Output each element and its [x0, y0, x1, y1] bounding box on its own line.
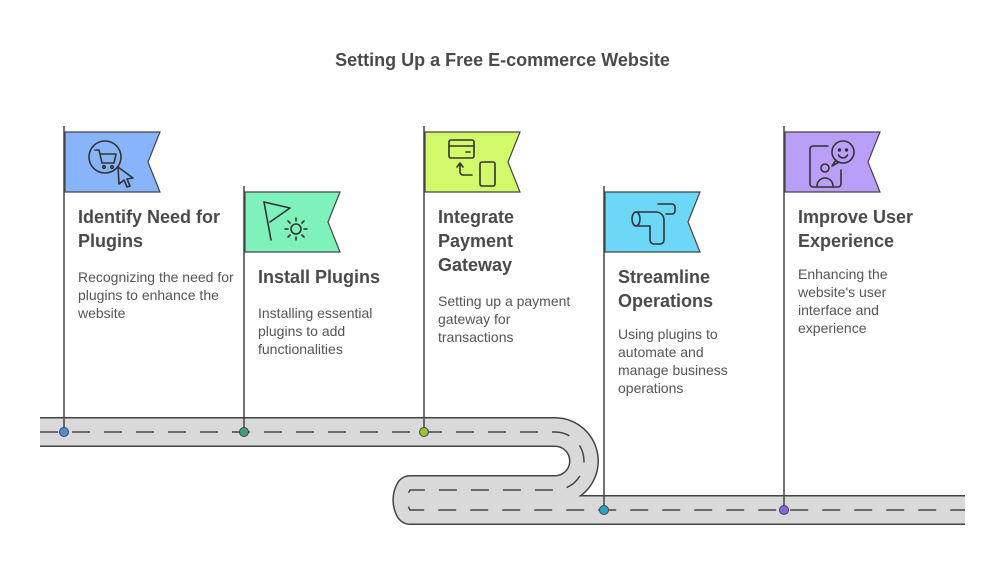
- cart-cursor-icon: [88, 140, 134, 188]
- step-1-title: Identify Need for Plugins: [78, 207, 221, 251]
- step-2-flag: [239, 186, 341, 437]
- step-4-description: Using plugins to automate and manage bus…: [618, 326, 728, 396]
- pipeline-icon: [631, 203, 676, 245]
- step-3-title: Integrate Payment Gateway: [438, 207, 515, 275]
- step-1-flag: [59, 126, 161, 437]
- step-4-flag: [599, 186, 701, 515]
- road: [40, 417, 965, 525]
- step-5-flag: [779, 126, 881, 515]
- step-3-description: Setting up a payment gateway for transac…: [438, 293, 571, 345]
- flag-gear-icon: [263, 201, 308, 241]
- step-1-description: Recognizing the need for plugins to enha…: [78, 269, 234, 321]
- step-3-flag: [419, 126, 521, 437]
- diagram-title: Setting Up a Free E-commerce Website: [335, 50, 670, 70]
- step-2-title: Install Plugins: [258, 267, 381, 287]
- step-2-description: Installing essential plugins to add func…: [258, 305, 373, 357]
- card-to-phone-icon: [448, 139, 496, 187]
- step-5-description: Enhancing the website's user interface a…: [798, 266, 888, 336]
- step-5-title: Improve User Experience: [798, 207, 914, 251]
- user-smile-icon: [809, 140, 855, 188]
- step-4-title: Streamline Operations: [618, 267, 714, 311]
